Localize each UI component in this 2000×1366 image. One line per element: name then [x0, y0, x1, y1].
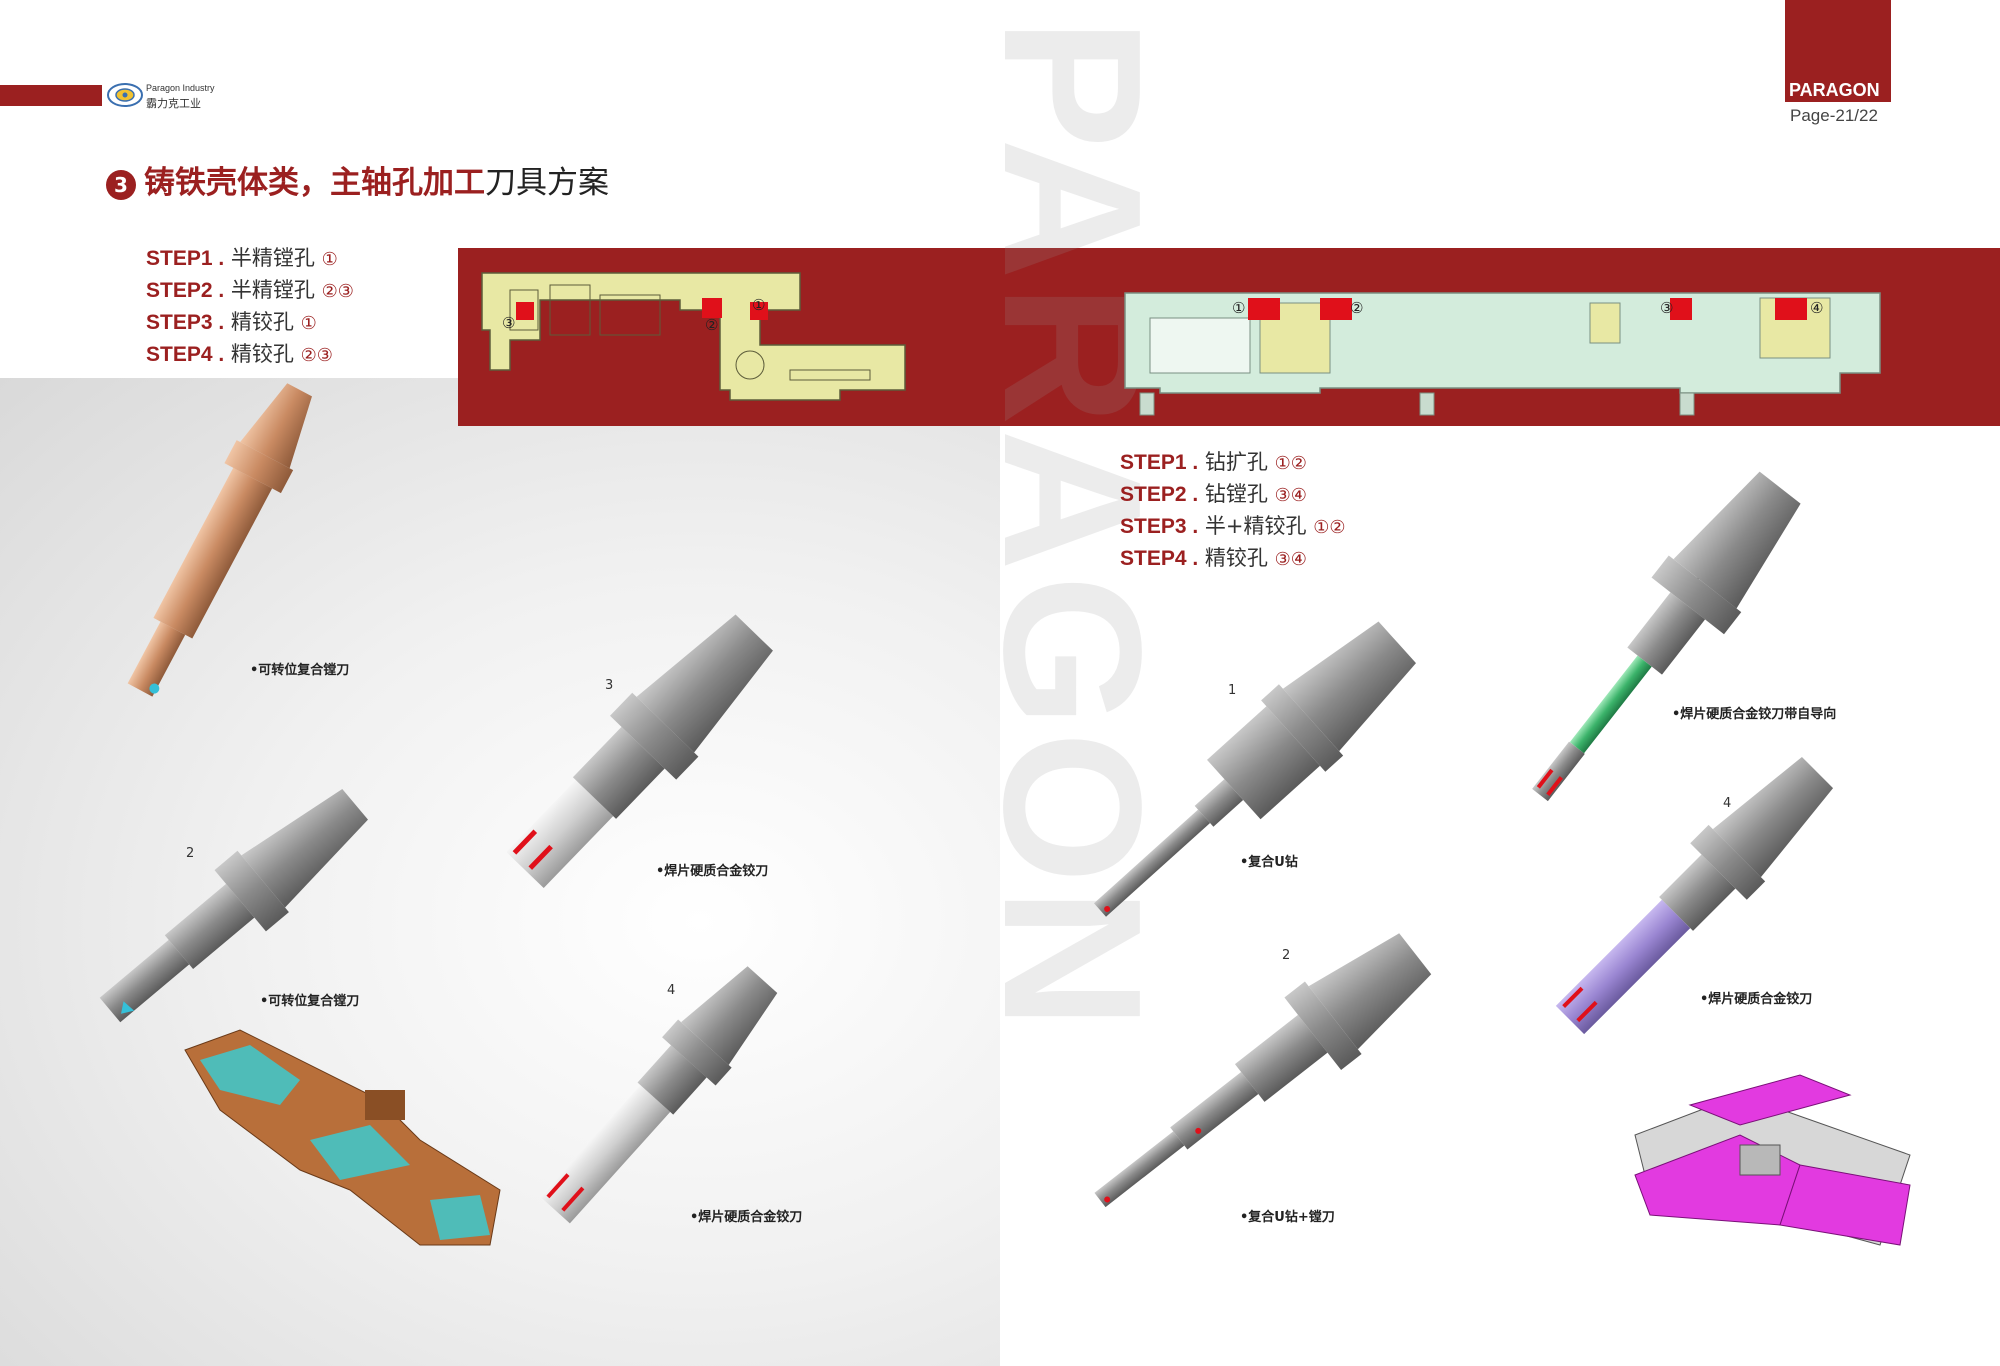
tool-image: [1080, 590, 1460, 920]
tool-caption: •焊片硬质合金铰刀: [656, 864, 769, 879]
corner-brand-box: PARAGON: [1785, 0, 1891, 102]
tool-number: 2: [186, 846, 195, 861]
tool-image: [1550, 720, 1900, 1035]
tool-caption: •复合U钻+镗刀: [1240, 1210, 1335, 1225]
tool-caption: •可转位复合镗刀: [260, 994, 360, 1009]
tool-image: [99, 720, 430, 1030]
title-bold: 铸铁壳体类，主轴孔加工: [144, 165, 485, 201]
part-label: ④: [1810, 299, 1824, 317]
page-number: Page-21/22: [1790, 106, 1878, 125]
section-title: 3 铸铁壳体类，主轴孔加工刀具方案: [106, 157, 609, 202]
tool-number: 4: [1723, 796, 1732, 811]
left-step-list: STEP1 . 半精镗孔 ① STEP2 . 半精镗孔 ②③ STEP3 . 精…: [146, 242, 354, 370]
tool-caption: •复合U钻: [1240, 855, 1298, 870]
tool-caption: •焊片硬质合金铰刀: [690, 1210, 803, 1225]
tool-image: [120, 380, 440, 700]
title-rest: 刀具方案: [485, 165, 609, 201]
tool-number: 4: [667, 983, 676, 998]
step-item: STEP1 . 钻扩孔 ①②: [1120, 450, 1307, 474]
part-label: ②: [705, 316, 719, 334]
corner-label: PARAGON: [1789, 80, 1880, 100]
housing-3d-left: [180, 1029, 505, 1255]
step-item: STEP1 . 半精镗孔 ①: [146, 246, 338, 270]
step-item: STEP3 . 精铰孔 ①: [146, 310, 317, 334]
header-bar: [0, 85, 102, 106]
tool-image: [500, 560, 830, 890]
left-background: [0, 378, 1000, 1366]
tool-caption: •可转位复合镗刀: [250, 663, 350, 678]
step-item: STEP3 . 半+精铰孔 ①②: [1120, 514, 1346, 538]
right-step-list: STEP1 . 钻扩孔 ①② STEP2 . 钻镗孔 ③④ STEP3 . 半+…: [1120, 446, 1345, 574]
tool-image: [1080, 870, 1480, 1210]
part-label: ②: [1350, 299, 1364, 317]
paragon-logo: [106, 82, 144, 108]
brand-en: Paragon Industry: [146, 83, 215, 93]
step-item: STEP4 . 精铰孔 ②③: [146, 342, 333, 366]
tool-image: [540, 920, 840, 1224]
section-badge: 3: [106, 169, 136, 200]
part-label: ①: [752, 296, 766, 314]
tool-number: 3: [605, 678, 614, 693]
tool-number: 2: [1282, 948, 1291, 963]
brand-cn: 霸力克工业: [146, 97, 201, 110]
step-item: STEP4 . 精铰孔 ③④: [1120, 546, 1307, 570]
left-section-view: ③ ① ②: [480, 270, 906, 403]
part-label: ③: [502, 314, 516, 332]
right-housing-view: ① ② ③ ④: [1120, 283, 1881, 418]
part-label: ③: [1660, 299, 1674, 317]
tool-caption: •焊片硬质合金铰刀带自导向: [1672, 707, 1837, 722]
tool-caption: •焊片硬质合金铰刀: [1700, 992, 1813, 1007]
step-item: STEP2 . 钻镗孔 ③④: [1120, 482, 1307, 506]
part-label: ①: [1232, 299, 1246, 317]
tool-image: [1520, 450, 1900, 810]
tool-number: 1: [1228, 683, 1237, 698]
housing-3d-right: [1630, 1074, 1915, 1255]
step-item: STEP2 . 半精镗孔 ②③: [146, 278, 354, 302]
